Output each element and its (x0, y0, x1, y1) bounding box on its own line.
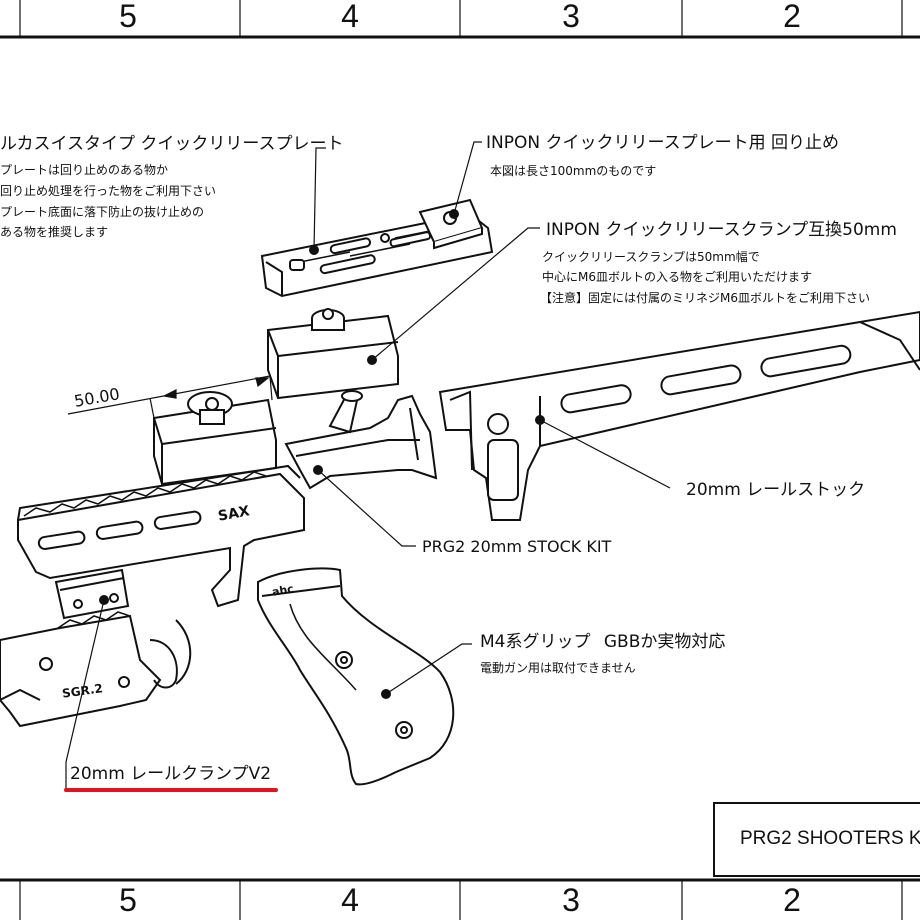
arca-plate-note-4: ある物を推奨します (0, 225, 109, 239)
zone-ticks (19, 0, 903, 920)
inpon-stop-title: INPON クイックリリースプレート用 回り止め (486, 133, 840, 153)
zone-number-top-3: 3 (562, 0, 580, 34)
grip-label: M4系グリップ GBBか実物対応 (480, 632, 726, 652)
inpon-clamp-note-3: 【注意】固定には付属のミリネジM6皿ボルトをご利用下さい (540, 291, 870, 305)
inpon-stop-note: 本図は長さ100mmのものです (490, 164, 657, 178)
rail-stock-drawing (438, 310, 920, 521)
arca-plate-title: ルカスイスタイプ クイックリリースプレート (0, 134, 344, 154)
rail-clamp-drawing (0, 611, 192, 728)
rail-stock-label: 20mm レールストック (686, 480, 866, 500)
title-block-text: PRG2 SHOOTERS K (740, 828, 920, 849)
leader-dots (99, 209, 545, 699)
zone-number-top-5: 5 (119, 0, 137, 34)
stock-kit-drawing (284, 390, 438, 490)
small-rail-drawing (54, 568, 130, 620)
zone-number-bottom-4: 4 (341, 882, 359, 918)
zone-number-bottom-3: 3 (562, 882, 580, 918)
arca-plate-note-3: プレート底面に落下防止の抜け止めの (0, 205, 205, 219)
main-rail-drawing (17, 464, 305, 608)
stock-kit-label: PRG2 20mm STOCK KIT (422, 537, 612, 556)
clamp-lower-drawing (153, 391, 277, 486)
rail-clamp-label: 20mm レールクランプV2 (70, 764, 272, 784)
grip-drawing (257, 567, 455, 786)
inpon-clamp-note-2: 中心にM6皿ボルトの入る物をご利用いただけます (542, 270, 812, 284)
zone-number-top-4: 4 (341, 0, 359, 34)
zone-number-bottom-2: 2 (783, 882, 801, 918)
inpon-clamp-note-1: クイックリリースクランプは50mm幅で (542, 250, 760, 264)
grip-note: 電動ガン用は取付できません (480, 661, 636, 675)
zone-number-bottom-5: 5 (119, 882, 137, 918)
arca-plate-note-1: プレートは回り止めのある物か (0, 163, 169, 177)
zone-number-top-2: 2 (783, 0, 801, 34)
title-block-box (713, 802, 920, 877)
arca-plate-note-2: 回り止め処理を行った物をご利用下さい (0, 184, 217, 198)
leader-lines (65, 141, 671, 790)
dimension-line (67, 375, 273, 419)
clamp-upper-drawing (267, 308, 399, 400)
inpon-clamp-title: INPON クイックリリースクランプ互換50mm (546, 220, 897, 240)
